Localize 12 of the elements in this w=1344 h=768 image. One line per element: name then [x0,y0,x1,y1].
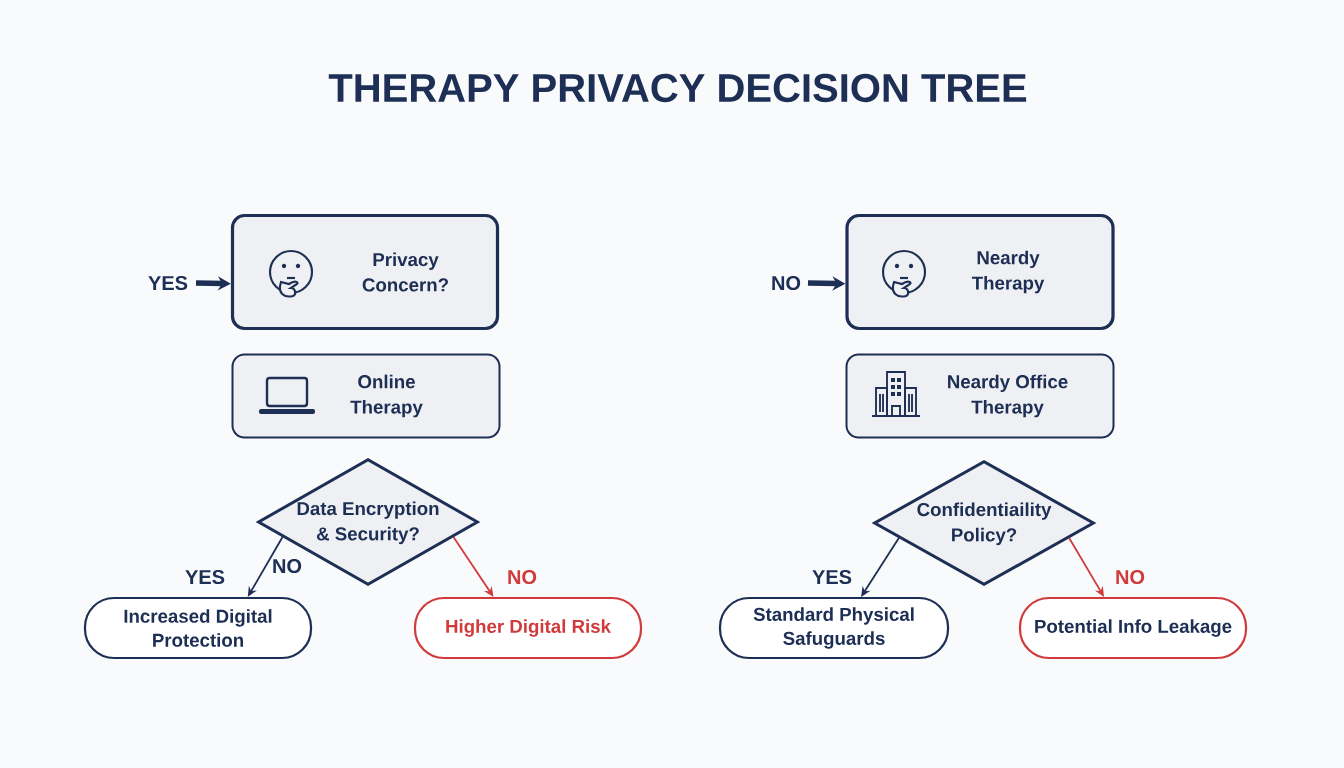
outcome-pill: Higher Digital Risk [413,596,643,660]
outcome-pill: Potential Info Leakage [1018,596,1248,660]
process-box: Neardy Therapy [845,213,1115,331]
outcome-pill: Increased Digital Protection [83,596,313,660]
arrow [452,536,494,597]
title: THERAPY PRIVACY DECISION TREE [328,73,1027,103]
outcome-pill: Standard Physical Safuguards [718,596,950,660]
branch-label: NO [273,558,302,574]
process-box: Privacy Concern? [230,213,500,331]
process-box: Neardy Office Therapy [845,353,1115,439]
process-box: Online Therapy [231,353,501,439]
arrow [861,537,900,597]
